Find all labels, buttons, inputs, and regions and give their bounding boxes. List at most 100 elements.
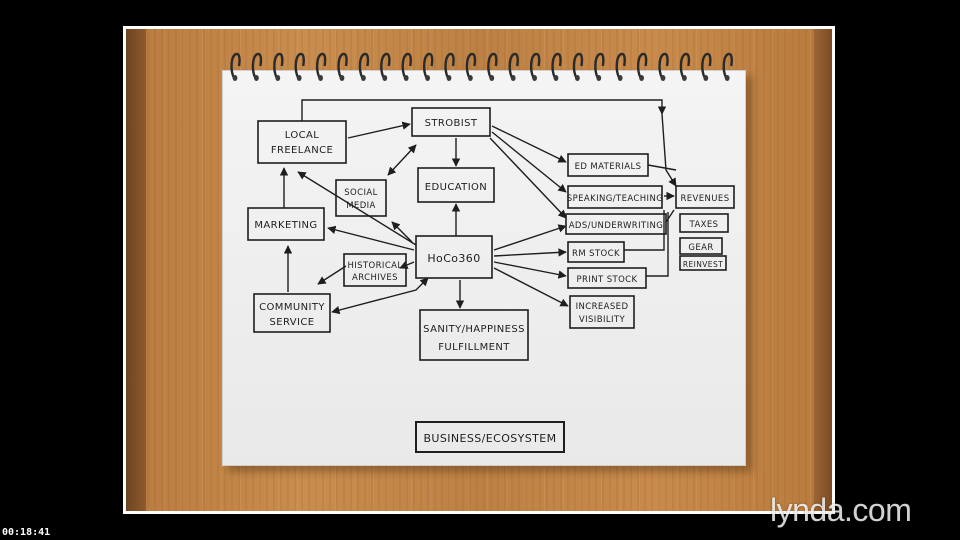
- arrow-to-revenues: [661, 113, 677, 187]
- spiral-hole: [425, 75, 430, 81]
- spiral-hole: [275, 75, 281, 81]
- box-gear: [679, 237, 723, 255]
- label-revenues: REVENUES: [680, 194, 729, 204]
- spiral-hole: [254, 75, 259, 81]
- spiral-ring: [636, 52, 648, 79]
- spiral-ring: [508, 52, 519, 79]
- spiral-ring: [551, 52, 562, 79]
- spiral-hole: [382, 75, 388, 81]
- spiral-binding: [230, 52, 733, 81]
- box-ed-materials: [567, 153, 649, 177]
- arrow-hoco-ads: [493, 224, 567, 251]
- label-marketing: MARKETING: [254, 220, 317, 231]
- box-revenues: [675, 185, 735, 209]
- box-education: [417, 167, 495, 203]
- arrow-hoco-freelance: [297, 171, 417, 246]
- spiral-hole: [510, 75, 516, 81]
- spiral-ring: [487, 52, 498, 79]
- spiral-ring: [444, 52, 455, 79]
- arrow-strobist-ads: [489, 137, 567, 219]
- label-historical-archives-1: HISTORICAL: [347, 261, 402, 271]
- spiral-ring: [658, 52, 669, 79]
- arrow-hoco-archives: [399, 261, 415, 269]
- box-title: [415, 421, 565, 453]
- table-edge-right: [814, 29, 832, 511]
- label-local-freelance-2: FREELANCE: [271, 145, 333, 156]
- spiral-ring: [315, 52, 327, 79]
- box-print-stock: [567, 267, 647, 289]
- spiral-ring: [401, 52, 412, 79]
- label-gear: GEAR: [688, 243, 713, 253]
- label-community-service-1: COMMUNITY: [259, 302, 325, 313]
- label-hoco360: HoCo360: [427, 252, 480, 265]
- label-local-freelance-1: LOCAL: [285, 130, 320, 141]
- label-increased-visibility-1: INCREASED: [576, 302, 629, 312]
- label-education: EDUCATION: [425, 182, 487, 193]
- spiral-hole: [232, 75, 238, 81]
- box-rm-stock: [567, 241, 625, 263]
- spiral-hole: [617, 75, 623, 81]
- spiral-ring: [422, 52, 434, 79]
- box-ads-underwriting: [565, 213, 667, 235]
- label-sanity-happiness-2: FULFILLMENT: [438, 342, 510, 353]
- spiral-ring: [337, 52, 348, 79]
- arrow-freelance-strobist: [347, 121, 411, 139]
- spiral-hole: [724, 75, 730, 81]
- box-sanity-happiness: [419, 309, 529, 361]
- spiral-hole: [532, 75, 537, 81]
- spiral-ring: [615, 52, 626, 79]
- spiral-hole: [596, 75, 602, 81]
- label-taxes: TAXES: [689, 220, 719, 230]
- spiral-hole: [468, 75, 473, 81]
- label-speaking-teaching: SPEAKING/TEACHING: [567, 194, 663, 204]
- arrow-freelance-revenues: [301, 99, 667, 121]
- spiral-hole: [553, 75, 559, 81]
- spiral-ring: [273, 52, 284, 79]
- line-rmstock-bracket: [624, 210, 665, 251]
- spiral-ring: [230, 52, 241, 79]
- labels: LOCAL FREELANCE STROBIST EDUCATION SOCIA…: [254, 118, 729, 445]
- label-print-stock: PRINT STOCK: [577, 275, 638, 285]
- arrow-hoco-rmstock: [493, 248, 567, 257]
- spiral-hole: [703, 75, 709, 81]
- box-social-media: [335, 179, 387, 217]
- arrow-hoco-marketing: [327, 225, 415, 251]
- box-increased-visibility: [569, 295, 635, 329]
- box-strobist: [411, 107, 491, 137]
- spiral-ring: [529, 52, 541, 79]
- label-historical-archives-2: ARCHIVES: [352, 273, 398, 283]
- spiral-hole: [575, 75, 580, 81]
- label-rm-stock: RM STOCK: [572, 249, 620, 259]
- spiral-ring: [294, 52, 305, 79]
- spiral-ring: [594, 52, 605, 79]
- label-ads-underwriting: ADS/UNDERWRITING: [569, 221, 664, 231]
- spiral-ring: [380, 52, 391, 79]
- arrow-strobist-edmaterials: [491, 125, 567, 163]
- arrow-hoco-visibility: [493, 267, 569, 307]
- box-speaking-teaching: [567, 185, 663, 209]
- arrow-strobist-social: [387, 144, 417, 176]
- spiral-hole: [682, 75, 687, 81]
- label-social-media-1: SOCIAL: [344, 188, 377, 198]
- connectors: [279, 99, 677, 315]
- arrow-hoco-printstock: [493, 261, 567, 279]
- label-increased-visibility-2: VISIBILITY: [579, 315, 626, 325]
- box-reinvest: [679, 255, 727, 271]
- spiral-hole: [660, 75, 666, 81]
- spiral-ring: [722, 52, 733, 79]
- lynda-logo: lynda.com: [770, 492, 912, 528]
- box-local-freelance: [257, 120, 347, 164]
- label-reinvest: REINVEST: [683, 260, 723, 269]
- box-marketing: [247, 207, 325, 241]
- spiral-hole: [403, 75, 409, 81]
- spiral-ring: [572, 52, 584, 79]
- box-taxes: [679, 213, 729, 233]
- spiral-ring: [251, 52, 263, 79]
- arrow-strobist-speaking: [491, 131, 567, 193]
- spiral-hole: [639, 75, 644, 81]
- spiral-hole: [446, 75, 452, 81]
- boxes: [247, 107, 735, 453]
- spiral-ring: [358, 52, 370, 79]
- video-timecode: 00:18:41: [2, 527, 51, 538]
